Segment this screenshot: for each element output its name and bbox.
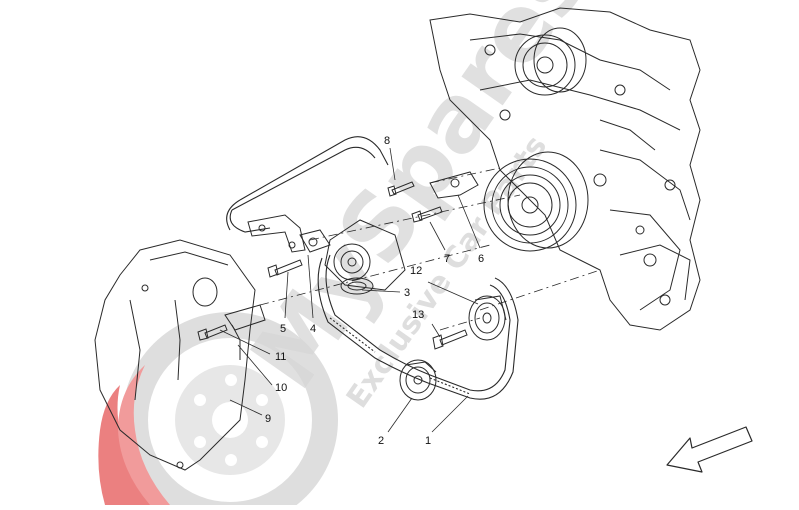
upper-idler-pulley bbox=[468, 295, 507, 341]
engine-block bbox=[429, 7, 701, 331]
callout-13: 13 bbox=[412, 309, 424, 321]
callout-2: 2 bbox=[378, 435, 384, 447]
belt-tensioner bbox=[299, 219, 406, 295]
drive-belt bbox=[226, 136, 519, 400]
watermark-brand: MySpares bbox=[230, 0, 609, 408]
mounting-bracket bbox=[247, 214, 306, 253]
callout-12: 12 bbox=[410, 265, 422, 277]
callout-1: 1 bbox=[425, 435, 431, 447]
callout-labels: 1 2 3 4 5 6 7 8 9 10 11 12 13 bbox=[265, 135, 484, 447]
front-direction-arrow-icon bbox=[666, 426, 753, 473]
callout-3: 3 bbox=[404, 287, 410, 299]
callout-6: 6 bbox=[478, 253, 484, 265]
idler-pulley bbox=[399, 359, 437, 401]
callout-5: 5 bbox=[280, 323, 286, 335]
callout-10: 10 bbox=[275, 382, 287, 394]
callout-7: 7 bbox=[444, 253, 450, 265]
belt-cover bbox=[94, 239, 266, 471]
leader-lines bbox=[219, 147, 481, 433]
watermark-logo bbox=[98, 312, 338, 510]
bolts bbox=[197, 171, 479, 350]
callout-9: 9 bbox=[265, 413, 271, 425]
callout-4: 4 bbox=[310, 323, 316, 335]
callout-11: 11 bbox=[275, 351, 286, 363]
callout-8: 8 bbox=[384, 135, 390, 147]
